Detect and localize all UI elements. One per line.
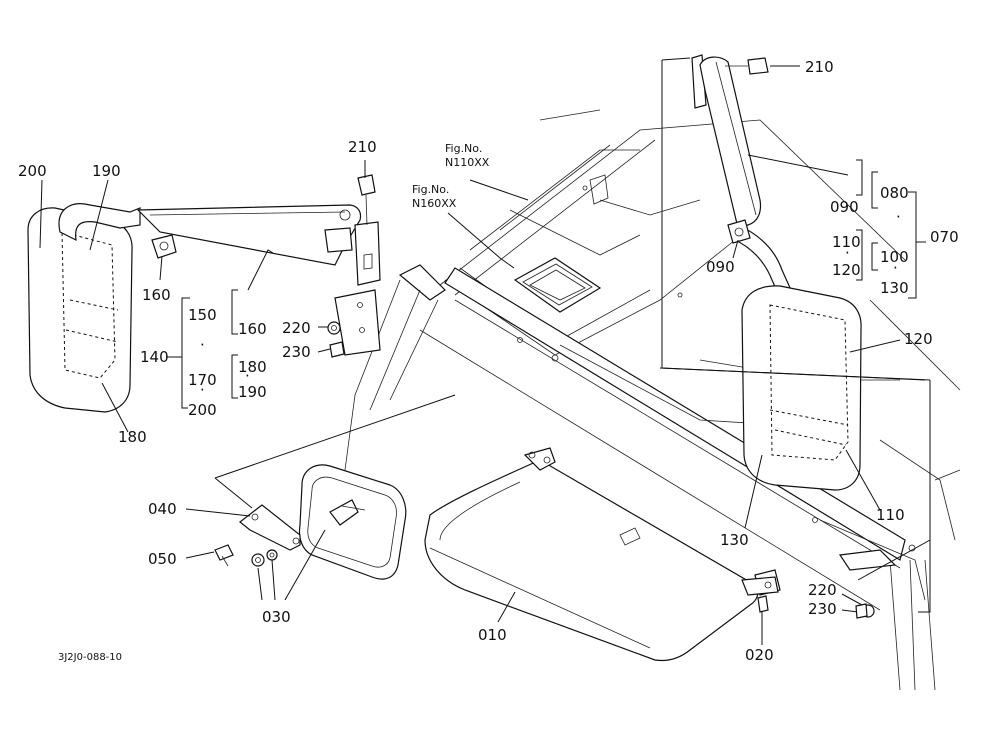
label-dot-170: · [200,381,205,399]
label-210-left: 210 [348,138,377,156]
label-020: 020 [745,646,774,664]
label-220-left: 220 [282,319,311,337]
label-170: 170 [188,371,217,389]
label-dot-100: · [893,259,898,277]
label-100: 100 [880,248,909,266]
label-130-right: 130 [720,531,749,549]
fig-ref-1-line2: N110XX [445,156,490,169]
part-labels: 200 190 210 160 180 150 160 140 · 180 · … [18,58,959,664]
label-dot-180: · [245,367,250,385]
label-070: 070 [930,228,959,246]
label-180-group: 180 [238,358,267,376]
label-190-top: 190 [92,162,121,180]
label-dot-140: · [200,336,205,354]
fig-ref-2-line2: N160XX [412,197,457,210]
label-160-group: 160 [238,320,267,338]
label-010: 010 [478,626,507,644]
label-dot-070: · [896,208,901,226]
cab-frame [344,109,961,691]
label-230-right: 230 [808,600,837,618]
label-120-right: 120 [904,330,933,348]
label-dot-110: · [845,244,850,262]
label-080: 080 [880,184,909,202]
label-130-group: 130 [880,279,909,297]
left-mirror-assembly [27,174,381,413]
label-090-right: 090 [706,258,735,276]
label-090-group: 090 [830,198,859,216]
label-050: 050 [148,550,177,568]
label-030: 030 [262,608,291,626]
label-150: 150 [188,306,217,324]
fig-ref-2-line1: Fig.No. [412,183,449,196]
sun-visor [424,447,779,662]
fig-ref-1-line1: Fig.No. [445,142,482,155]
label-210-right: 210 [805,58,834,76]
label-140: 140 [140,348,169,366]
label-110-right: 110 [876,506,905,524]
label-200-top: 200 [18,162,47,180]
label-190-group: 190 [238,383,267,401]
label-180-left: 180 [118,428,147,446]
right-mirror-assembly [691,54,862,491]
label-200-group: 200 [188,401,217,419]
figure-code: 3J2J0-088-10 [58,652,122,663]
label-040: 040 [148,500,177,518]
label-160-left: 160 [142,286,171,304]
leader-lines [39,57,931,645]
label-120-group: 120 [832,261,861,279]
label-220-right: 220 [808,581,837,599]
label-110-group: 110 [832,233,861,251]
interior-mirror [214,464,407,580]
label-230-left: 230 [282,343,311,361]
